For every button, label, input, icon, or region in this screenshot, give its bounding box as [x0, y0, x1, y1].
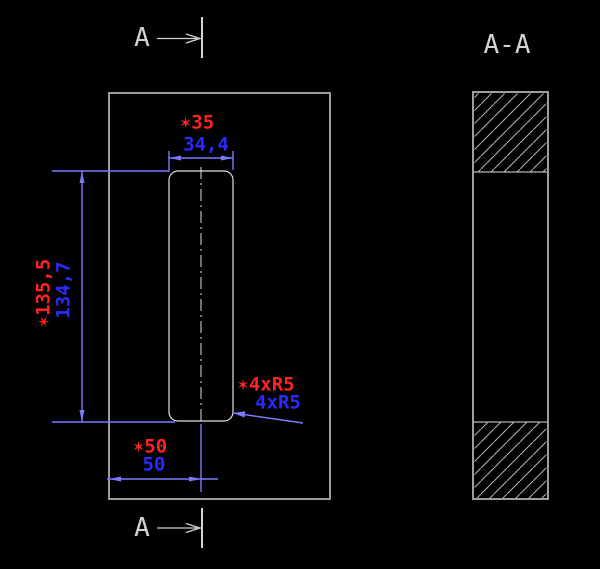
dim-radius-blue: 4xR5	[255, 391, 301, 414]
leader-corner-radius	[232, 411, 304, 424]
section-outline	[472, 91, 549, 500]
dim-height-blue: 134,7	[52, 261, 75, 319]
dim-offset-red: ✶50	[132, 435, 168, 458]
dim-offset-blue: 50	[142, 453, 166, 476]
section-marker-bottom	[157, 508, 203, 548]
dim-radius-red: ✶4xR5	[237, 373, 295, 396]
section-view	[472, 91, 549, 500]
dim-width-red: ✶35	[179, 111, 215, 134]
hatch-bottom	[474, 422, 547, 498]
dimension-slot-width	[168, 151, 234, 170]
dim-width-blue: 34,4	[183, 133, 229, 156]
section-marker-top	[157, 17, 203, 58]
slot-outline	[168, 170, 234, 422]
section-label-bottom: A	[134, 513, 150, 543]
dimension-slot-offset	[107, 424, 218, 492]
section-label-top: A	[134, 23, 150, 53]
dimension-slot-height	[52, 170, 175, 423]
plate-outline	[108, 92, 331, 500]
dim-height-red: ✶135,5	[32, 258, 55, 328]
section-view-title: A-A	[483, 30, 531, 60]
hatch-top	[474, 93, 547, 172]
front-view	[108, 92, 331, 500]
